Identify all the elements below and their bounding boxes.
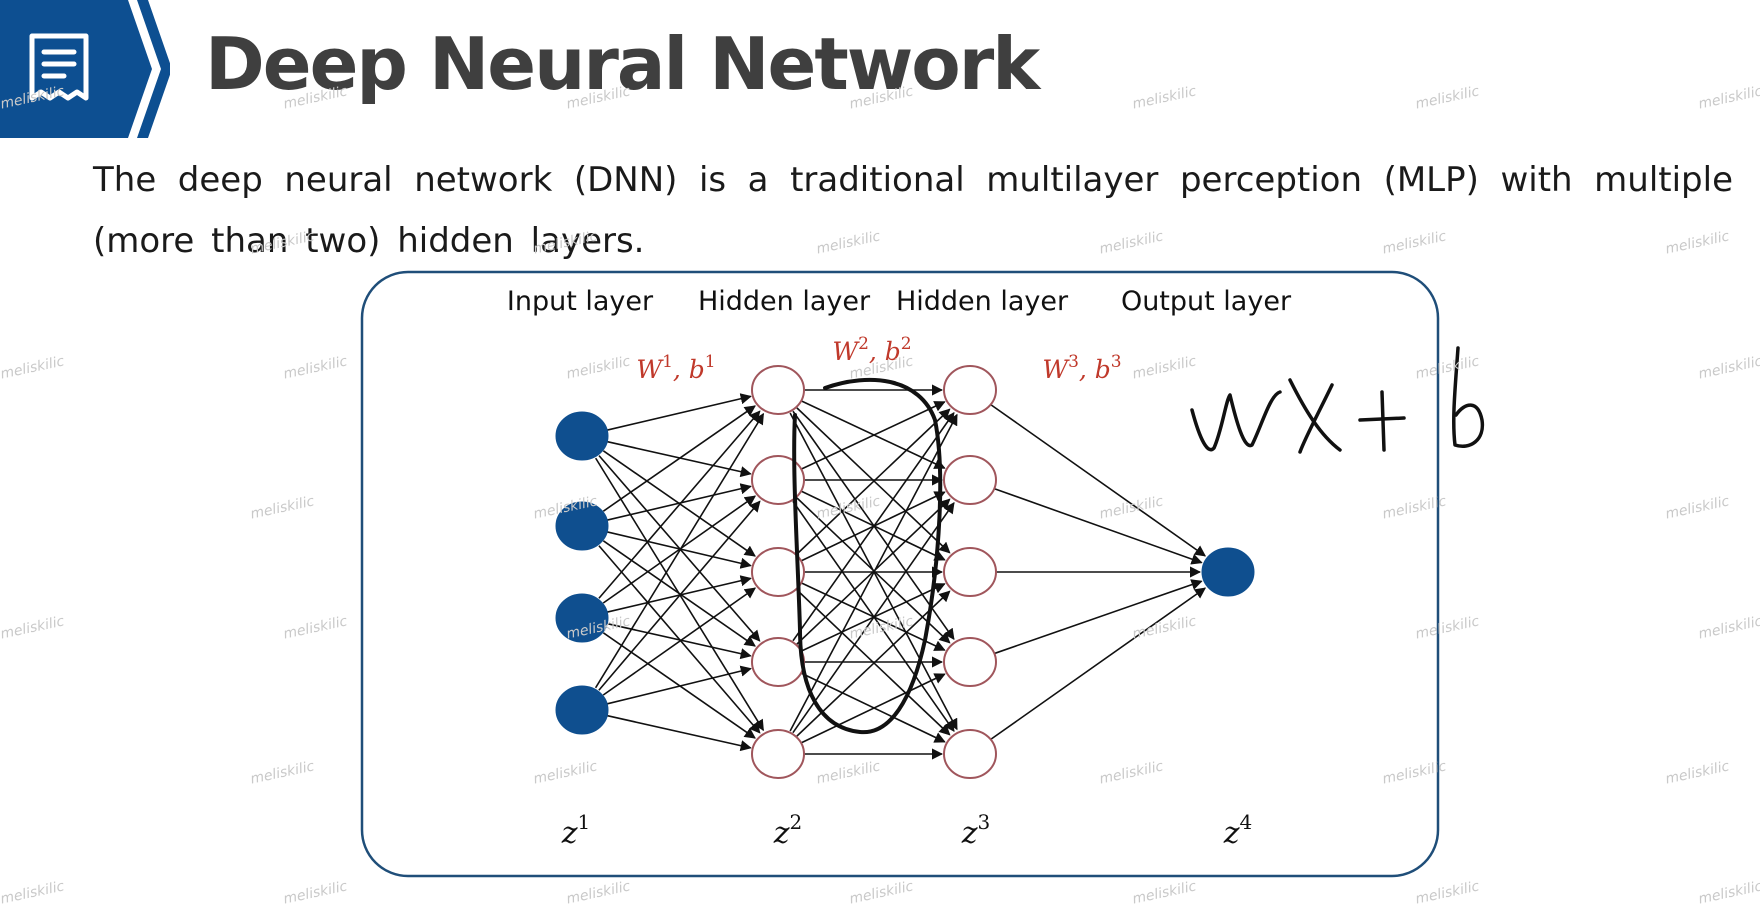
connection-edge (994, 487, 1203, 565)
layer-label: Hidden layer (896, 286, 1069, 317)
layer-output-label: z2 (773, 810, 803, 851)
connection-edge (598, 410, 761, 599)
connection-edge (602, 540, 756, 647)
layer-label: Hidden layer (698, 286, 871, 317)
document-list-icon (29, 33, 89, 101)
connection-edge (801, 673, 946, 744)
diagram-frame (360, 270, 1440, 878)
connection-edge (602, 495, 757, 604)
connection-edge (607, 714, 752, 752)
connection-edge (994, 579, 1203, 655)
connection-edge (789, 413, 958, 732)
layer-output-label: z4 (1223, 810, 1253, 851)
connection-edge (598, 500, 761, 691)
connection-edges (594, 384, 1207, 760)
handwritten-loop (792, 377, 943, 735)
weight-bias-label: W3, b3 (1042, 352, 1121, 384)
filled-node (555, 685, 609, 735)
connection-edge (792, 411, 955, 642)
hidden-node (943, 547, 997, 597)
layer-output-label: z1 (561, 810, 591, 851)
filled-node (555, 593, 609, 643)
weight-bias-label: W2, b2 (832, 334, 911, 366)
filled-node (1201, 547, 1255, 597)
connection-edge (796, 408, 951, 555)
network-nodes (555, 365, 1255, 779)
layer-label: Output layer (1121, 286, 1292, 317)
slide-title: Deep Neural Network (205, 22, 1040, 106)
connection-edge (602, 587, 757, 696)
weight-bias-label: W1, b1 (636, 352, 715, 384)
connection-edge (796, 497, 951, 644)
hidden-node (943, 455, 997, 505)
connection-edge (602, 405, 756, 512)
connection-edge (990, 404, 1207, 557)
handwritten-wx-plus-b (1190, 346, 1485, 454)
filled-node (555, 411, 609, 461)
hidden-node (751, 729, 805, 779)
connection-edge (607, 393, 752, 431)
layer-labels: Input layer z1 Hidden layer z2 Hidden layer z… (507, 286, 1292, 851)
connection-edge (801, 401, 946, 470)
hidden-node (751, 455, 805, 505)
header-badge (0, 0, 170, 138)
connection-edge (607, 483, 752, 521)
connection-edge (607, 665, 752, 705)
connection-edge (796, 590, 951, 737)
connection-edge (792, 502, 955, 734)
connection-edge (990, 587, 1207, 740)
hidden-node (751, 547, 805, 597)
layer-label: Input layer (507, 286, 654, 317)
hidden-node (943, 729, 997, 779)
layer-output-label: z3 (961, 810, 991, 851)
hidden-node (943, 365, 997, 415)
hidden-node (751, 365, 805, 415)
hidden-node (943, 637, 997, 687)
connection-edge (594, 412, 765, 689)
filled-node (555, 501, 609, 551)
slide-body-text: The deep neural network (DNN) is a tradi… (93, 160, 1733, 261)
hidden-node (751, 637, 805, 687)
